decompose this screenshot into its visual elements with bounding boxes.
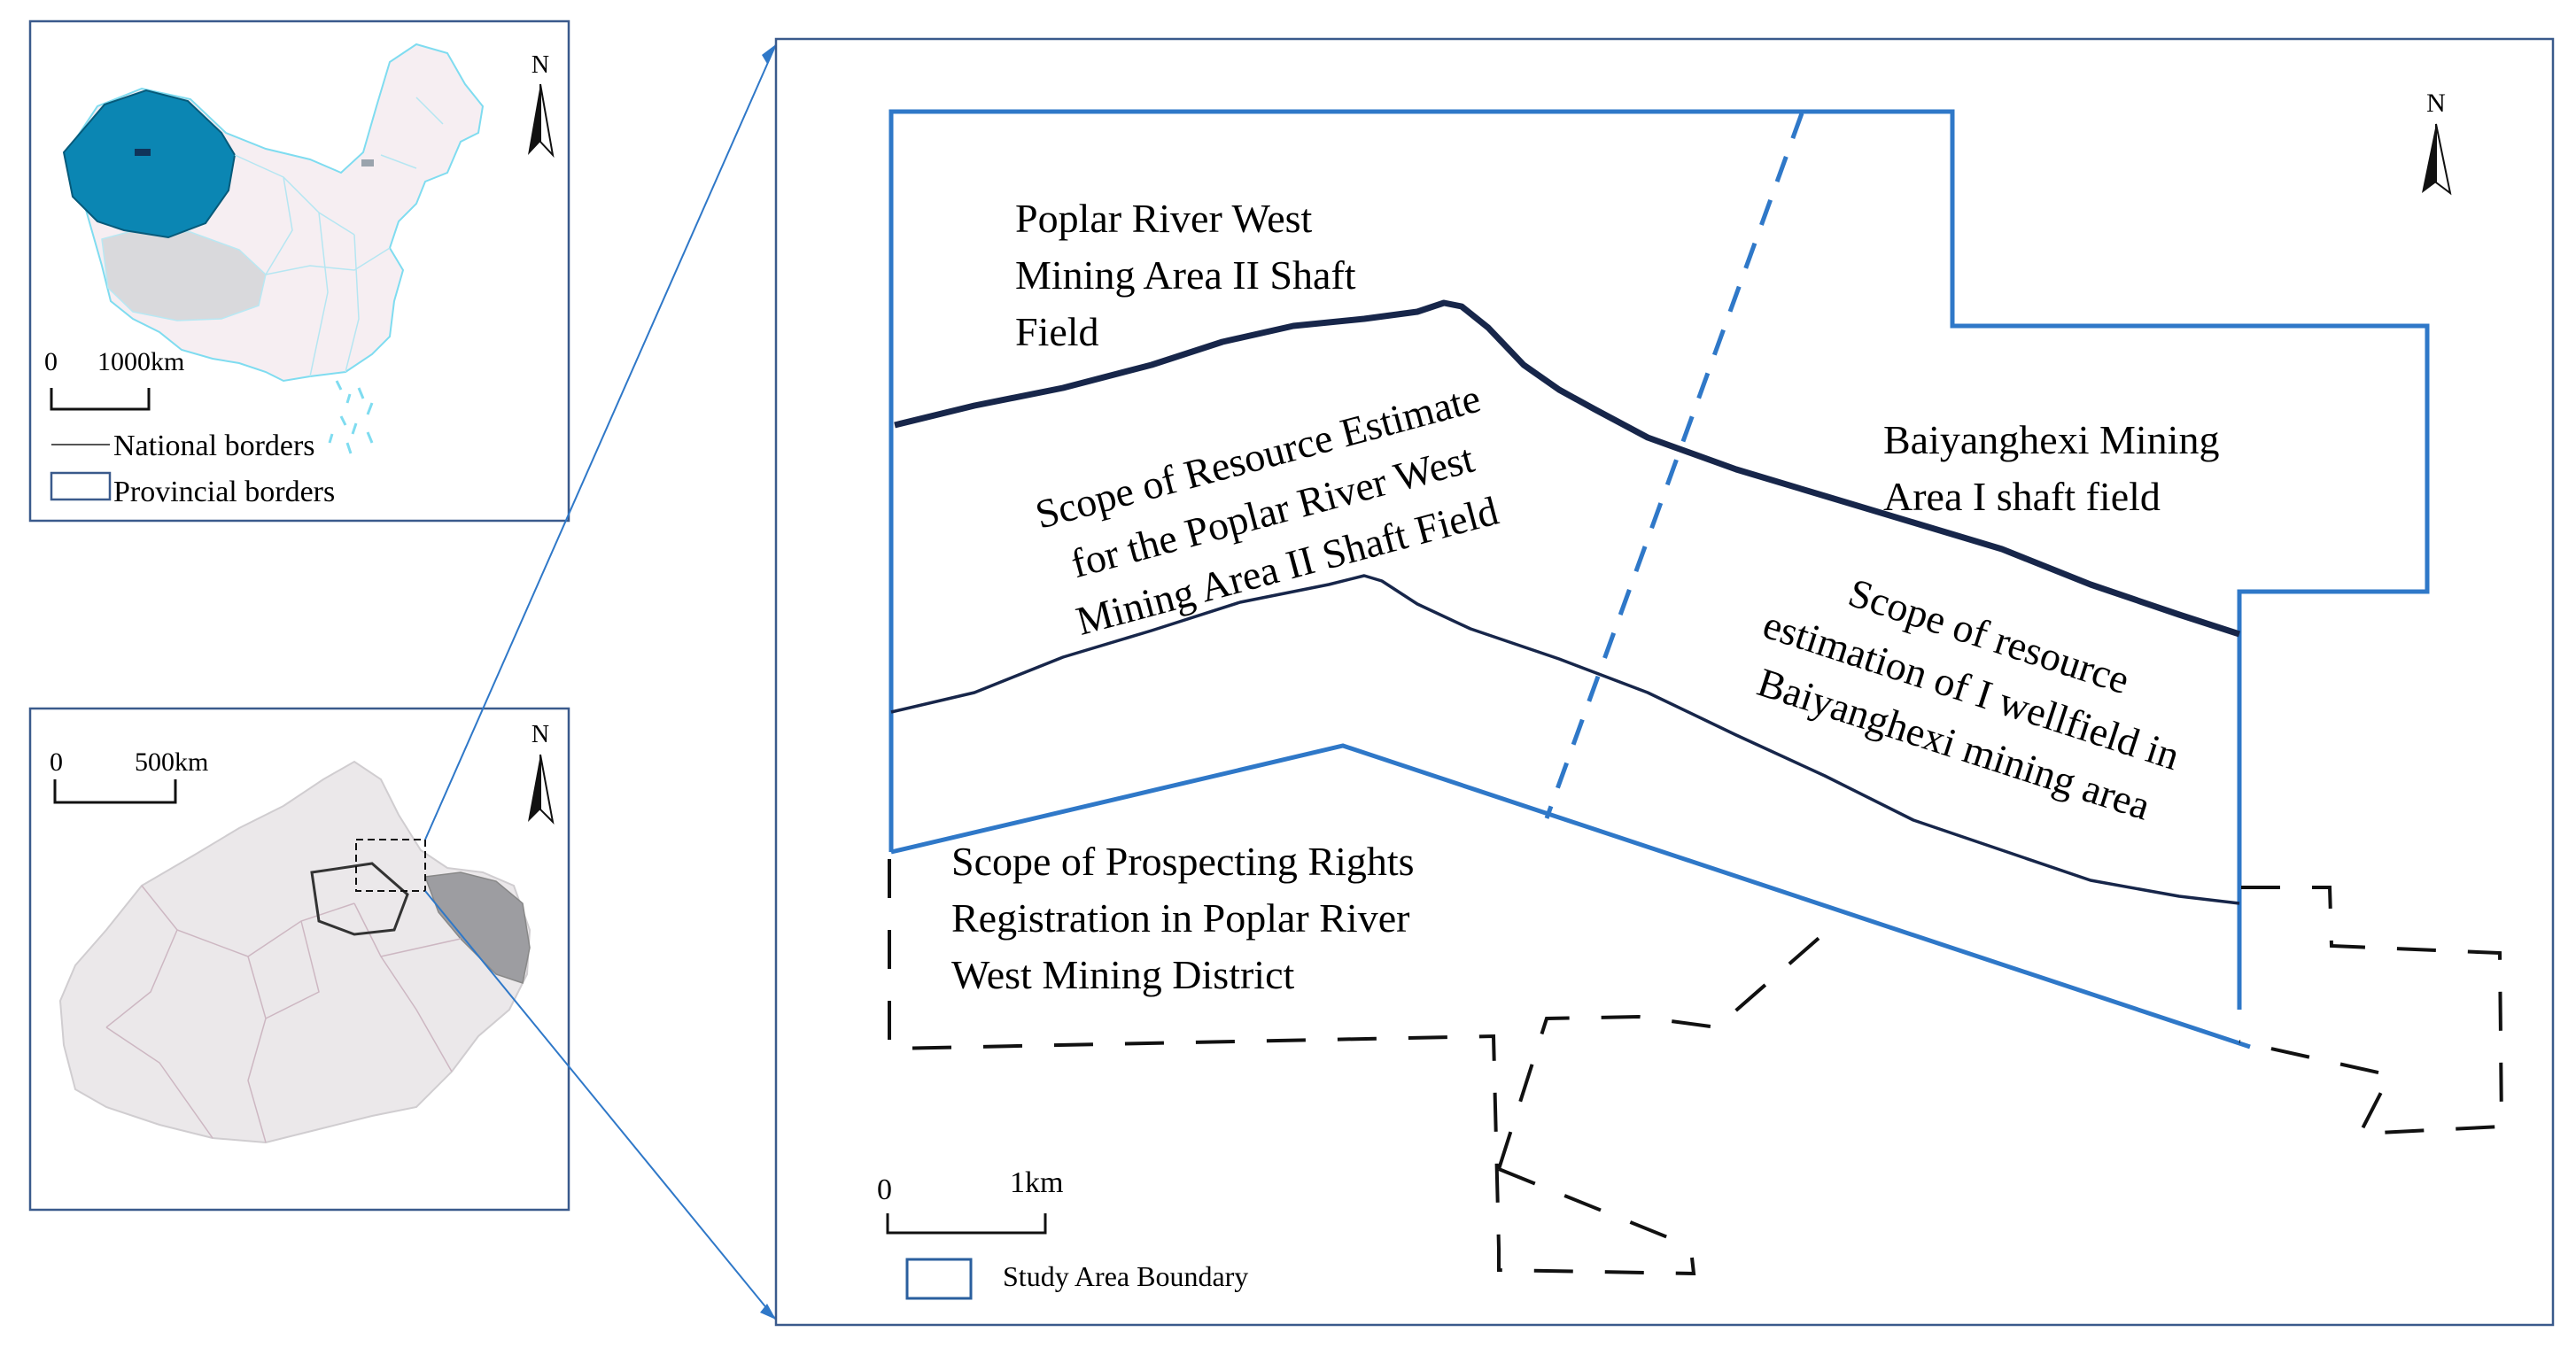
china-inset: N 0 1000km National borders Provincial b… <box>28 19 570 523</box>
label-prospecting-scope: Scope of Prospecting Rights Registration… <box>951 839 1415 997</box>
svg-text:Registration in Poplar River: Registration in Poplar River <box>951 895 1409 941</box>
shaft-field-divider <box>1544 112 1804 819</box>
provincial-border-swatch <box>50 471 112 501</box>
svg-text:Poplar River West: Poplar River West <box>1015 196 1313 241</box>
svg-text:Baiyanghexi Mining: Baiyanghexi Mining <box>1883 417 2219 462</box>
china-scale-bar: 0 1000km <box>44 347 184 411</box>
study-area-boundary-swatch <box>905 1258 973 1300</box>
xinjiang-inset: N 0 500km <box>28 707 570 1212</box>
lower-seam-line <box>890 574 2240 905</box>
upper-seam-line <box>894 299 2241 638</box>
label-baiyanghexi-shaft-field: Baiyanghexi Mining Area I shaft field <box>1883 417 2219 519</box>
study-area-boundary <box>888 109 2430 1049</box>
china-north-label: N <box>531 51 549 79</box>
connector-arrow-bottom <box>760 1304 776 1320</box>
main-scale-bar: 0 1km <box>877 1166 1063 1235</box>
north-arrow-icon <box>2422 124 2436 193</box>
south-sea-islands <box>328 380 374 454</box>
north-arrow-icon <box>528 84 540 155</box>
svg-text:Area I shaft field: Area I shaft field <box>1883 474 2161 519</box>
beijing-label-box <box>361 159 374 167</box>
main-map-frame <box>774 37 2555 1327</box>
xinjiang-county-outline <box>310 862 409 936</box>
xinjiang-highlight <box>62 89 237 239</box>
provincial-lines <box>234 97 444 377</box>
main-legend: Study Area Boundary <box>905 1258 1248 1300</box>
china-scale-end: 1000km <box>97 347 184 376</box>
china-legend: National borders Provincial borders <box>50 430 335 508</box>
main-scale-end: 1km <box>1010 1166 1063 1199</box>
svg-text:Mining Area II Shaft: Mining Area II Shaft <box>1015 252 1356 298</box>
xinjiang-scale-zero: 0 <box>50 747 63 777</box>
svg-text:West Mining District: West Mining District <box>951 952 1294 997</box>
legend-national-borders: National borders <box>113 430 315 462</box>
china-north-arrow: N <box>528 51 555 159</box>
connector-arrow-top <box>762 44 776 64</box>
legend-provincial-borders: Provincial borders <box>113 476 335 508</box>
xinjiang-north-arrow: N <box>528 721 555 825</box>
main-scale-zero: 0 <box>877 1173 892 1206</box>
china-scale-zero: 0 <box>44 347 58 376</box>
xinjiang-north-label: N <box>531 721 549 748</box>
inset-connectors <box>424 43 777 1320</box>
svg-text:Field: Field <box>1015 309 1099 354</box>
main-north-arrow: N <box>2422 89 2452 196</box>
xinjiang-scale-end: 500km <box>135 747 208 777</box>
svg-text:Scope of Prospecting Rights: Scope of Prospecting Rights <box>951 839 1415 884</box>
study-area-marker <box>355 839 426 892</box>
legend-study-area-boundary: Study Area Boundary <box>1003 1260 1248 1292</box>
xinjiang-district-lines <box>105 885 462 1143</box>
xinjiang-label-box <box>135 149 151 156</box>
prospecting-rights-boundary <box>888 859 2504 1276</box>
main-north-label: N <box>2426 89 2446 118</box>
xinjiang-scale-bar: 0 500km <box>50 747 208 804</box>
main-map: Poplar River West Mining Area II Shaft F… <box>774 37 2555 1327</box>
north-arrow-icon <box>528 755 540 822</box>
xinjiang-dark-region <box>423 871 531 984</box>
label-poplar-shaft-field: Poplar River West Mining Area II Shaft F… <box>1015 196 1356 354</box>
